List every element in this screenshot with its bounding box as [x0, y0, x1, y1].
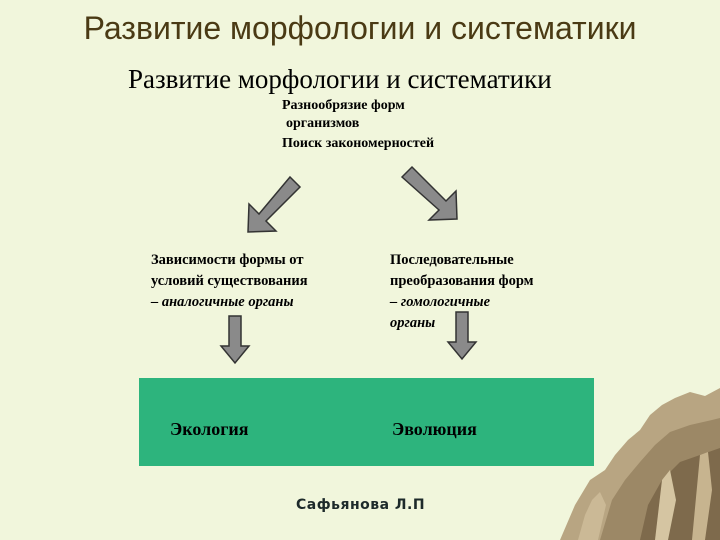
right-line: Последовательные	[390, 252, 514, 268]
left-line: Зависимости формы от	[151, 252, 304, 268]
result-box	[139, 378, 594, 466]
arrow-down-icon	[446, 311, 478, 361]
right-line: – гомологичные	[390, 294, 491, 310]
left-column-text: Зависимости формы от условий существован…	[151, 250, 371, 313]
author-signature: Сафьянова Л.П	[296, 497, 426, 513]
right-line: преобразования форм	[390, 273, 534, 289]
right-line: органы	[390, 315, 436, 331]
ecology-label: Экология	[170, 419, 249, 439]
intro-line: Разнообрязие форм	[282, 98, 405, 113]
evolution-label: Эволюция	[392, 419, 477, 439]
intro-line: Поиск закономерностей	[282, 136, 435, 151]
left-line: условий существования	[151, 273, 308, 289]
arrow-down-icon	[219, 315, 251, 365]
arrow-down-right-icon	[400, 165, 458, 221]
left-line: – аналогичные органы	[151, 294, 294, 310]
intro-line: организмов	[286, 116, 360, 131]
slide-title: Развитие морфологии и систематики	[83, 10, 637, 46]
arrow-down-left-icon	[247, 175, 302, 233]
right-column-text: Последовательные преобразования форм – г…	[390, 250, 600, 334]
subtitle: Развитие морфологии и систематики	[128, 64, 552, 94]
